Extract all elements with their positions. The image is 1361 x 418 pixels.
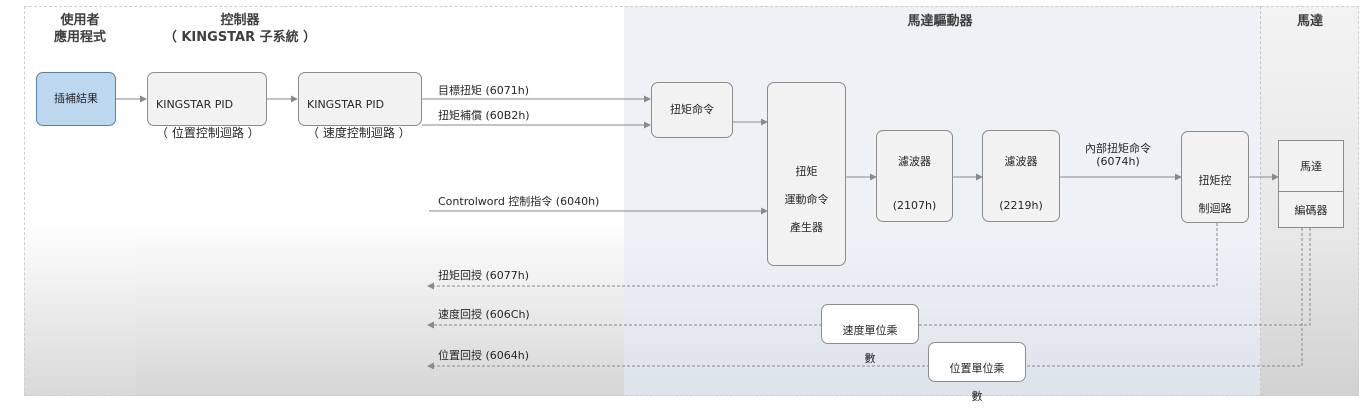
position-pid-title: KINGSTAR PID	[156, 98, 234, 111]
torque-loop-line2: 制迴路	[1198, 202, 1232, 215]
controller-header-line2: （ KINGSTAR 子系統 ）	[163, 30, 317, 45]
motor-label: 馬達	[1300, 160, 1322, 173]
generator-line2: 運動命令	[784, 193, 829, 206]
filter2-label: 濾波器	[1004, 155, 1038, 168]
encoder-label: 編碼器	[1279, 191, 1343, 228]
position-feedback-label: 位置回授 (6064h)	[438, 349, 530, 362]
velocity-pid-subtitle: （ 速度控制迴路 ）	[307, 126, 411, 140]
vel-unit-line2: 數	[864, 352, 876, 365]
position-pid-block: KINGSTAR PID （ 位置控制迴路 ）	[147, 72, 267, 140]
pos-unit-line2: 數	[971, 390, 983, 403]
torque-offset-label: 扭矩補償 (60B2h)	[438, 109, 530, 122]
torque-control-loop-block: 扭矩控 制迴路	[1181, 131, 1249, 223]
generator-line1: 扭矩	[795, 165, 818, 178]
velocity-pid-block: KINGSTAR PID （ 速度控制迴路 ）	[298, 72, 422, 140]
generator-line3: 產生器	[790, 221, 823, 234]
torque-feedback-label: 扭矩回授 (6077h)	[438, 269, 530, 282]
target-torque-label: 目標扭矩 (6071h)	[438, 84, 530, 97]
velocity-feedback-line	[427, 228, 1311, 329]
vel-unit-line1: 速度單位乘	[842, 324, 898, 337]
controller-header-line1: 控制器	[220, 13, 260, 28]
internal-torque-label: 內部扭矩命令 (6074h)	[1072, 142, 1164, 168]
torque-feedback-line	[427, 223, 1218, 290]
filter1-index: (2107h)	[892, 199, 937, 212]
filter-2219h-block: 濾波器 (2219h)	[982, 130, 1060, 222]
position-pid-subtitle: （ 位置控制迴路 ）	[156, 126, 260, 140]
controlword-label: Controlword 控制指令 (6040h)	[438, 195, 600, 208]
torque-motion-generator-block: 扭矩 運動命令 產生器	[767, 82, 846, 266]
drive-header: 馬達驅動器	[907, 14, 973, 29]
controller-panel	[136, 6, 625, 396]
pos-unit-line1: 位置單位乘	[949, 362, 1005, 375]
filter2-index: (2219h)	[999, 199, 1043, 212]
filter-2107h-block: 濾波器 (2107h)	[876, 130, 953, 222]
interpolation-result-block: 插補結果	[36, 72, 116, 126]
velocity-unit-factor-block: 速度單位乘 數	[821, 304, 919, 365]
user-header-line2: 應用程式	[53, 30, 106, 45]
internal-torque-line2: (6074h)	[1096, 155, 1140, 168]
motor-encoder-block: 馬達 編碼器	[1278, 140, 1344, 228]
user-app-panel	[24, 6, 136, 396]
internal-torque-line1: 內部扭矩命令	[1085, 142, 1151, 155]
motor-header: 馬達	[1296, 14, 1323, 29]
torque-command-block: 扭矩命令	[651, 82, 733, 138]
connector-lines	[116, 95, 1311, 370]
position-feedback-line	[427, 228, 1303, 370]
user-header-line1: 使用者	[60, 13, 100, 28]
velocity-pid-title: KINGSTAR PID	[307, 98, 385, 111]
velocity-feedback-label: 速度回授 (606Ch)	[438, 308, 530, 321]
controller-header: 控制器 （ KINGSTAR 子系統 ）	[160, 12, 320, 46]
user-app-header: 使用者 應用程式	[30, 12, 130, 46]
filter1-label: 濾波器	[898, 155, 931, 168]
position-unit-factor-block: 位置單位乘 數	[928, 342, 1026, 403]
torque-loop-line1: 扭矩控	[1198, 174, 1232, 187]
